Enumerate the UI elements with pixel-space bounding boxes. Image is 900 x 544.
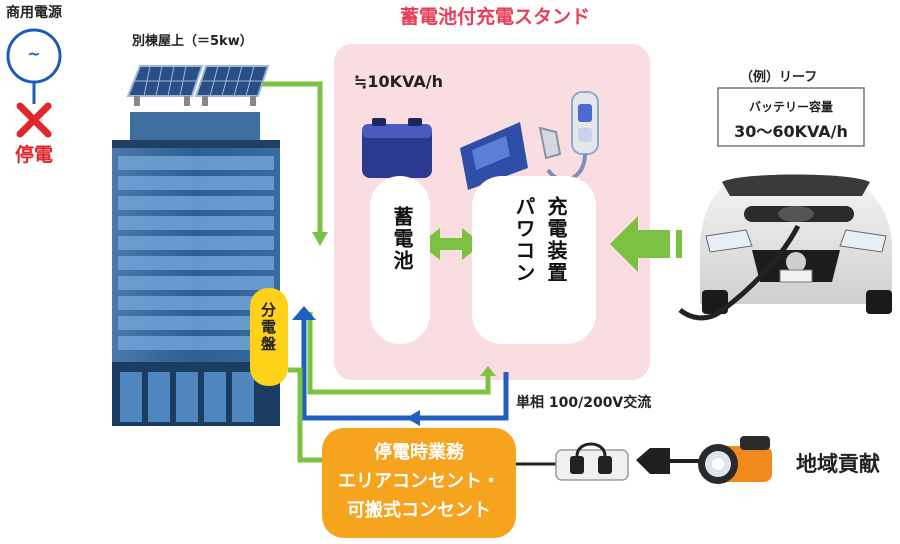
battery-capacity-value: 30〜60KVA/h (734, 122, 848, 141)
car-to-station-arrow (610, 216, 682, 272)
commercial-power-symbol (6, 28, 62, 104)
pcs-label: パワコン (512, 196, 536, 284)
flashlight-icon (698, 436, 772, 484)
battery-capacity-label: バッテリー容量 (748, 100, 833, 114)
outlet-line-1: 停電時業務 (374, 442, 464, 463)
battery-label: 蓄電池 (390, 206, 414, 272)
outage-label: 停電 (14, 144, 53, 166)
solar-panels (126, 65, 270, 106)
ac-supply-line (301, 318, 509, 421)
solar-feed-line (262, 81, 323, 236)
community-label: 地域貢献 (796, 452, 880, 476)
outlet-box-text: 停電時業務 エリアコンセント・ 可搬式コンセント (322, 438, 516, 525)
charger-column (472, 176, 596, 344)
rooftop-label: 別棟屋上（＝5kw） (132, 34, 253, 49)
panel-outlet-line (288, 367, 322, 463)
battery-column (370, 176, 430, 344)
charger-label: 充電装置 (544, 196, 568, 284)
ac-label: 単相 100/200V交流 (516, 395, 652, 411)
outage-cross-icon (16, 102, 52, 138)
charging-stand-icon (538, 91, 599, 182)
leaf-car-image (678, 174, 892, 321)
outlet-line-2: エリアコンセント・ (338, 471, 500, 492)
power-strip-icon (555, 442, 700, 481)
distribution-panel: 分電盤 (250, 288, 288, 386)
car-example-label: （例）リーフ (740, 70, 818, 85)
battery-charger-arrow (420, 228, 482, 260)
station-capacity: ≒10KVA/h (354, 72, 443, 91)
office-building (112, 112, 280, 426)
distribution-panel-label: 分電盤 (259, 302, 277, 353)
commercial-power-label: 商用電源 (6, 5, 62, 21)
battery-icon (362, 118, 432, 178)
outlet-line-3: 可搬式コンセント (347, 500, 491, 521)
car-spec-box (717, 87, 865, 147)
station-title: 蓄電池付充電スタンド (399, 6, 590, 28)
station-return-line (307, 312, 491, 395)
ac-symbol: ~ (27, 44, 41, 63)
outlet-box-shape (322, 428, 516, 538)
inverter-icon (460, 122, 528, 190)
